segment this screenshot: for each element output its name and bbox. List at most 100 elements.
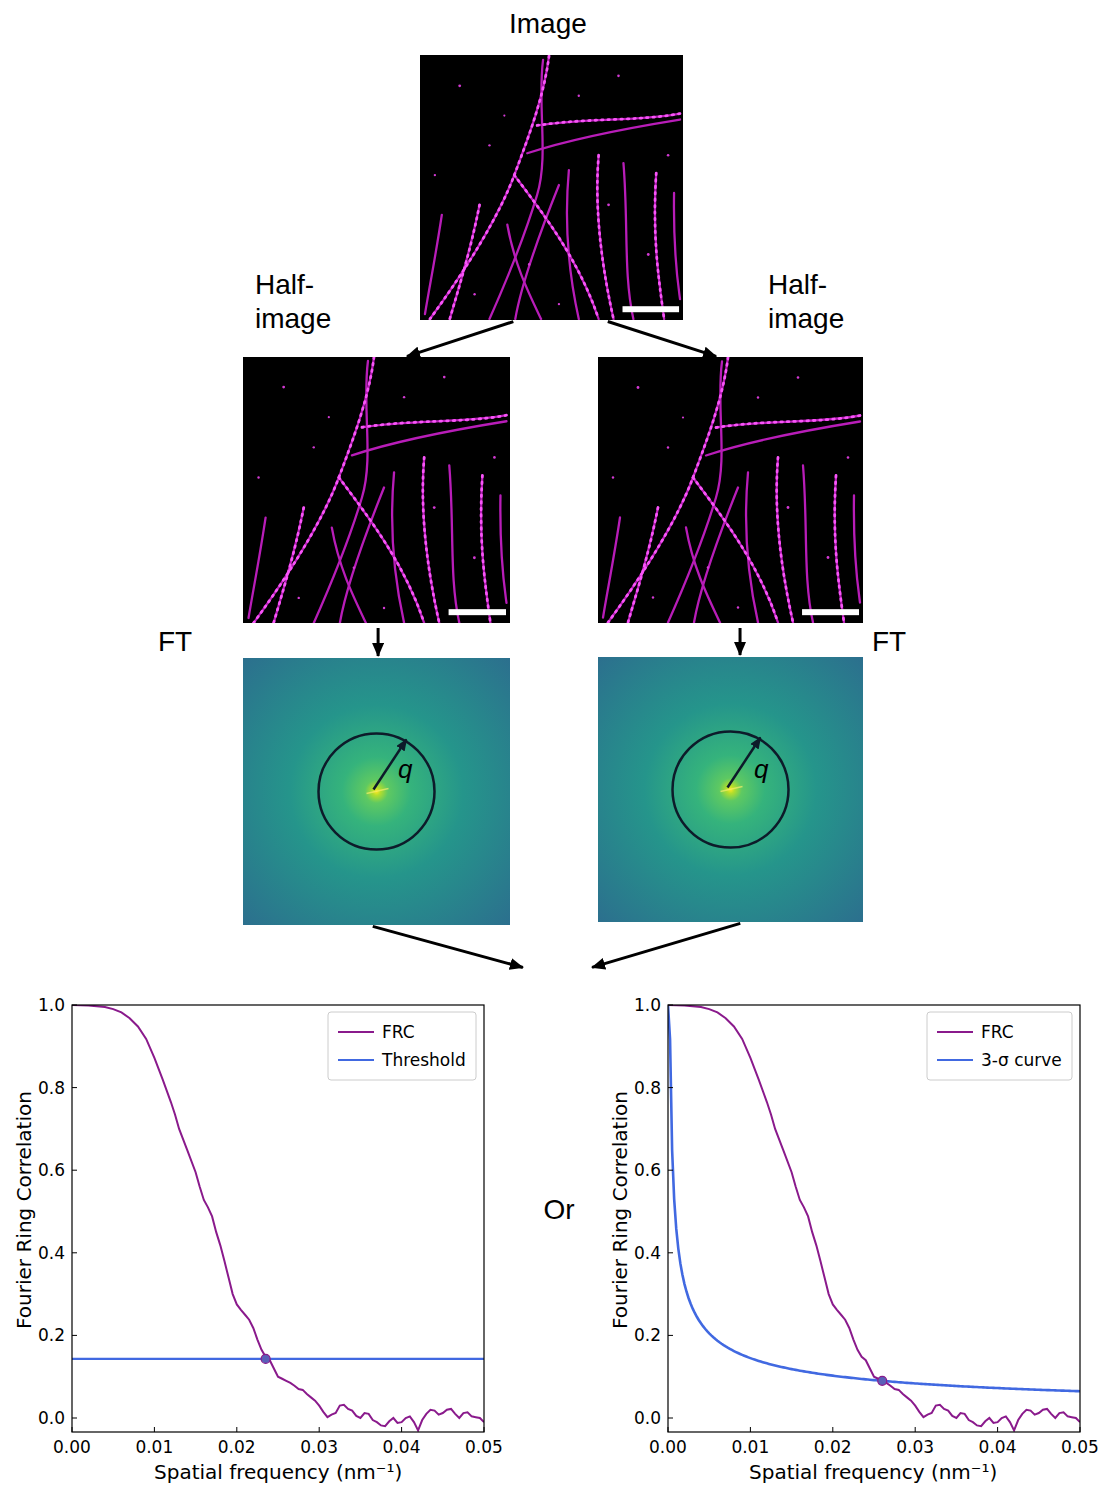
tick-label: 0.03	[896, 1437, 934, 1457]
y-tick	[668, 1252, 673, 1253]
panel-title: Image	[509, 7, 587, 41]
legend-text: FRC	[382, 1022, 415, 1042]
filaments	[249, 357, 507, 623]
legend	[927, 1012, 1072, 1080]
spectrum	[598, 657, 863, 922]
flow-arrow	[608, 322, 716, 357]
x-tick	[1080, 1427, 1081, 1432]
image-panel: Half-image	[243, 357, 510, 623]
tick-label: 0.6	[634, 1160, 661, 1180]
x-tick	[915, 1427, 916, 1432]
frequency-ring	[319, 734, 435, 850]
panel-title: FT	[158, 625, 192, 659]
plot-frame	[668, 1005, 1080, 1432]
scale-bar	[802, 609, 859, 615]
vector-label: q	[398, 754, 412, 785]
separator-word: Or	[544, 1193, 575, 1227]
illustration	[72, 55, 1080, 1432]
tick-label: 0.0	[38, 1408, 65, 1428]
fourier-panel: FTq	[598, 657, 863, 922]
tick-label: 0.00	[649, 1437, 687, 1457]
curves	[668, 1005, 1080, 1430]
curves	[72, 1005, 484, 1430]
microscopy-image	[243, 357, 510, 623]
frc-plot	[668, 1005, 1080, 1432]
y-tick	[72, 1252, 77, 1253]
tick-label: 0.2	[38, 1325, 65, 1345]
threshold-line	[72, 1358, 484, 1360]
tick-label: 0.4	[38, 1243, 65, 1263]
fourier-panel: FTq	[243, 658, 510, 925]
y-tick	[668, 1087, 673, 1088]
panel-title: FT	[872, 625, 906, 659]
x-tick	[750, 1427, 751, 1432]
x-tick	[319, 1427, 320, 1432]
tick-label: 1.0	[634, 995, 661, 1015]
image-ground	[420, 55, 683, 320]
fourier-panel	[598, 657, 863, 922]
flow-arrow	[739, 628, 742, 655]
scale-bar	[449, 609, 506, 615]
tick-label: 0.03	[300, 1437, 338, 1457]
tick-label: 0.01	[731, 1437, 769, 1457]
y-tick	[72, 1005, 77, 1006]
tick-label: 0.04	[979, 1437, 1017, 1457]
vector-label: q	[754, 754, 768, 785]
legend	[328, 1012, 476, 1080]
crossing-marker	[878, 1376, 887, 1385]
tick-label: 0.02	[814, 1437, 852, 1457]
tick-label: 0.01	[135, 1437, 173, 1457]
image-ground	[243, 357, 510, 623]
tick-label: 0.6	[38, 1160, 65, 1180]
axis-title: Spatial frequency (nm⁻¹)	[749, 1460, 997, 1484]
x-tick	[832, 1427, 833, 1432]
tick-label: 0.02	[218, 1437, 256, 1457]
legend-text: Threshold	[382, 1050, 466, 1070]
flow-arrow	[407, 322, 513, 357]
y-tick	[668, 1335, 673, 1336]
legend-sample	[937, 1031, 973, 1033]
image-panel: Image	[420, 55, 683, 320]
frequency-ring	[673, 732, 789, 848]
y-tick	[668, 1005, 673, 1006]
frc-curve	[668, 1005, 1080, 1430]
image-ground	[598, 357, 863, 623]
x-tick	[668, 1427, 669, 1432]
axis-title: Spatial frequency (nm⁻¹)	[154, 1460, 402, 1484]
tick-label: 0.0	[634, 1408, 661, 1428]
legend-box	[328, 1012, 476, 1080]
filaments	[425, 56, 680, 319]
tick-label: 0.4	[634, 1243, 661, 1263]
crossing-marker	[261, 1354, 270, 1363]
sigma-curve	[668, 1005, 1080, 1391]
center-streak	[367, 789, 389, 794]
connectors	[373, 322, 741, 968]
tick-label: 0.00	[53, 1437, 91, 1457]
tick-label: 0.05	[465, 1437, 503, 1457]
flow-arrow	[592, 923, 740, 967]
legend-text: 3-σ curve	[981, 1050, 1062, 1070]
x-tick	[484, 1427, 485, 1432]
legend-sample	[338, 1031, 374, 1033]
tick-label: 0.05	[1061, 1437, 1099, 1457]
flow-arrow	[377, 628, 380, 656]
image-panel: Half-image	[598, 357, 863, 623]
tick-label: 0.8	[38, 1078, 65, 1098]
x-tick	[154, 1427, 155, 1432]
chart-panel: Fourier Ring CorrelationSpatial frequenc…	[0, 968, 545, 1495]
legend-box	[927, 1012, 1072, 1080]
legend-sample	[338, 1059, 374, 1061]
frc-curve	[72, 1005, 484, 1430]
scale-bar	[623, 306, 680, 312]
tick-label: 0.2	[634, 1325, 661, 1345]
plot-frame	[72, 1005, 484, 1432]
flow-arrow	[373, 926, 523, 967]
tick-label: 0.8	[634, 1078, 661, 1098]
spectrum	[243, 658, 510, 925]
y-tick	[72, 1418, 77, 1419]
frc-plot	[72, 1005, 484, 1432]
x-tick	[72, 1427, 73, 1432]
panel-title: Half-image	[255, 268, 350, 335]
y-tick	[72, 1170, 77, 1171]
axis-title: Fourier Ring Correlation	[12, 1091, 36, 1329]
